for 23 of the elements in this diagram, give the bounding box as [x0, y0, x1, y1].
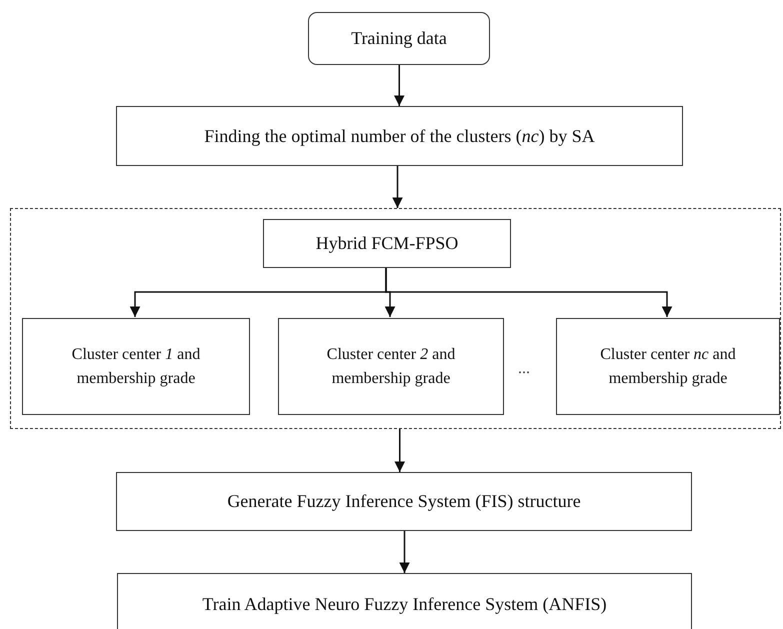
ellipsis-label: ...	[518, 360, 530, 378]
start-box	[308, 12, 490, 65]
process-box	[117, 573, 692, 629]
process-box	[116, 106, 683, 166]
node-text: Cluster center nc and membership grade	[599, 344, 737, 388]
node-text: Finding the optimal number of the clusters (nc) by SA	[204, 124, 595, 148]
node-text: Cluster center 2 and membership grade	[326, 344, 456, 388]
node-text: Train Adaptive Neuro Fuzzy Inference System (ANFIS)	[202, 592, 607, 616]
node-text: Generate Fuzzy Inference System (FIS) structure	[227, 490, 581, 513]
arrow	[392, 166, 403, 208]
process-box	[263, 219, 511, 268]
arrow	[399, 531, 410, 573]
cluster-box	[278, 318, 504, 415]
cluster-box	[556, 318, 780, 415]
cluster-box	[22, 318, 250, 415]
process-box	[116, 472, 692, 531]
node-text: Training data	[351, 27, 447, 50]
arrow	[385, 267, 672, 317]
arrow	[394, 429, 405, 472]
arrow	[394, 65, 404, 106]
node-text: Cluster center 1 and membership grade	[70, 344, 202, 388]
node-text: Hybrid FCM-FPSO	[316, 232, 458, 255]
dashed-group-box	[10, 208, 781, 429]
